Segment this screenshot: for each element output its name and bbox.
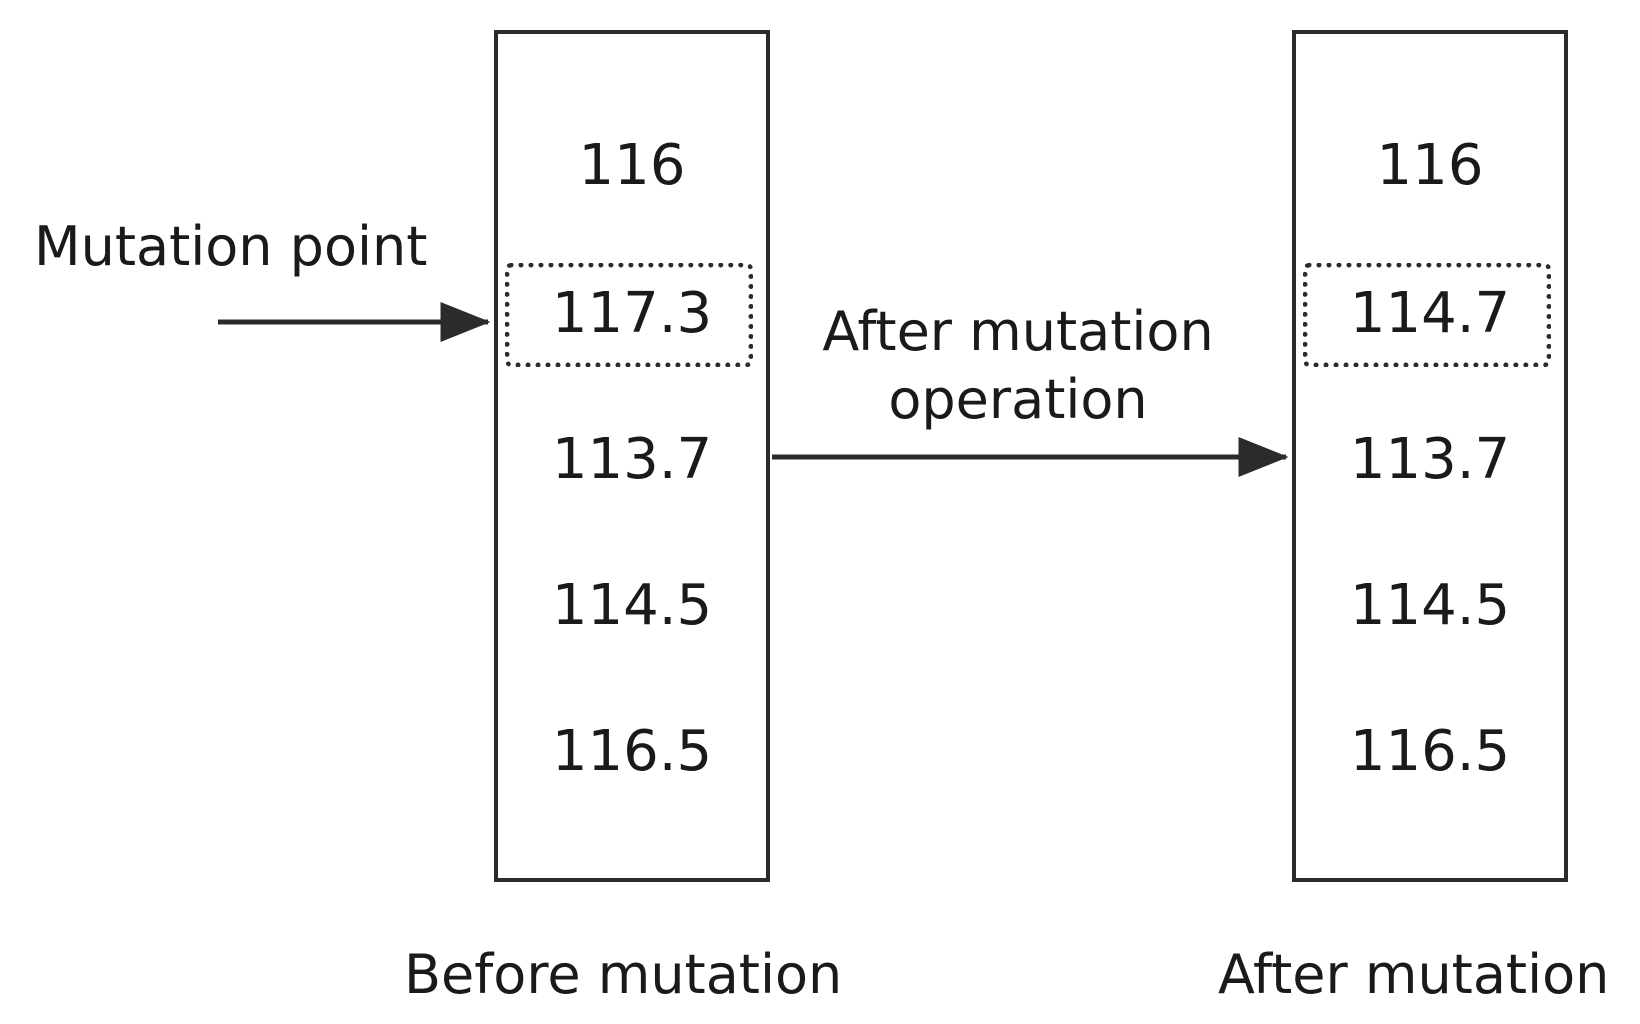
after-value-2: 114.7 bbox=[1349, 281, 1511, 346]
after-value-5: 116.5 bbox=[1349, 719, 1511, 784]
before-mutation-column bbox=[494, 30, 770, 882]
before-value-4: 114.5 bbox=[551, 573, 713, 638]
before-value-1: 116 bbox=[578, 133, 686, 198]
after-value-3: 113.7 bbox=[1349, 427, 1511, 492]
before-value-5: 116.5 bbox=[551, 719, 713, 784]
after-mutation-highlight bbox=[1303, 263, 1551, 367]
after-value-4: 114.5 bbox=[1349, 573, 1511, 638]
after-mutation-column bbox=[1292, 30, 1568, 882]
before-mutation-highlight bbox=[505, 263, 753, 367]
after-mutation-caption: After mutation bbox=[1218, 943, 1610, 1006]
before-value-3: 113.7 bbox=[551, 427, 713, 492]
before-mutation-caption: Before mutation bbox=[404, 943, 843, 1006]
operation-label-line1: After mutation bbox=[822, 300, 1214, 363]
after-value-1: 116 bbox=[1376, 133, 1484, 198]
mutation-point-label: Mutation point bbox=[34, 215, 428, 278]
operation-label-line2: operation bbox=[888, 367, 1148, 431]
before-value-2: 117.3 bbox=[551, 281, 713, 346]
mutation-operation-label: After mutation operation bbox=[822, 298, 1213, 433]
